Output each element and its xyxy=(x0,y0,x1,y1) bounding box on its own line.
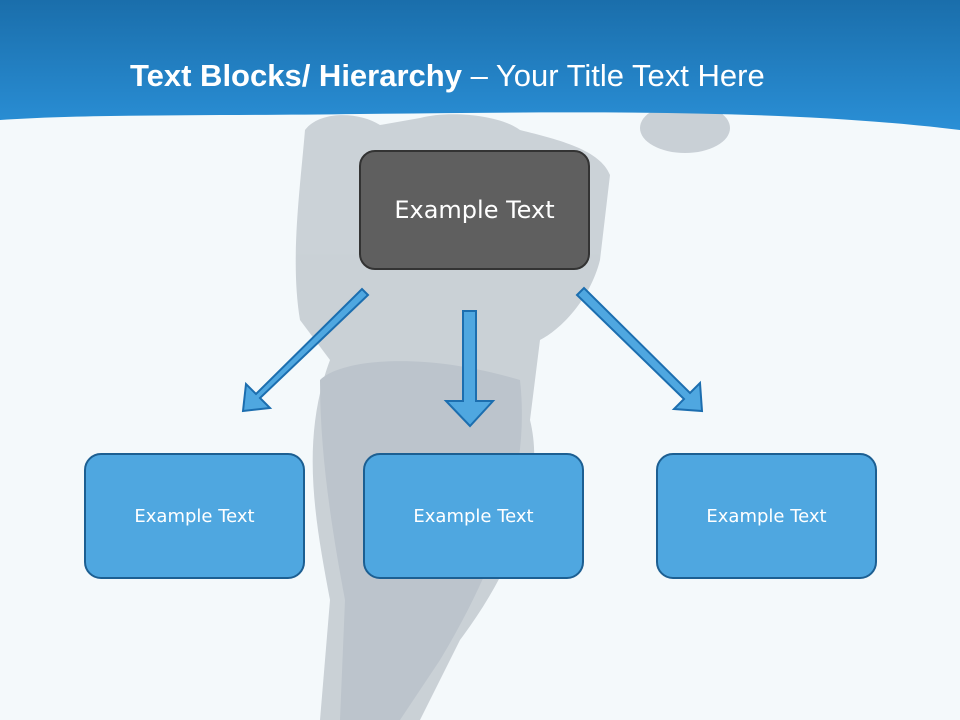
top-node-label: Example Text xyxy=(394,196,555,224)
title-rest-part: – Your Title Text Here xyxy=(461,58,765,93)
child-node-middle-label: Example Text xyxy=(413,505,534,527)
header-wave xyxy=(0,0,960,130)
background-photo-object xyxy=(640,103,730,153)
child-node-left: Example Text xyxy=(84,453,305,579)
slide-title: Text Blocks/ Hierarchy – Your Title Text… xyxy=(130,56,930,100)
arrow-left xyxy=(241,287,370,413)
title-bold-part: Text Blocks/ Hierarchy xyxy=(130,58,462,93)
child-node-middle: Example Text xyxy=(363,453,584,579)
child-node-right-label: Example Text xyxy=(706,505,827,527)
arrow-right xyxy=(575,286,704,413)
arrow-middle xyxy=(443,310,496,428)
child-node-left-label: Example Text xyxy=(134,505,255,527)
child-node-right: Example Text xyxy=(656,453,877,579)
top-node: Example Text xyxy=(359,150,590,270)
